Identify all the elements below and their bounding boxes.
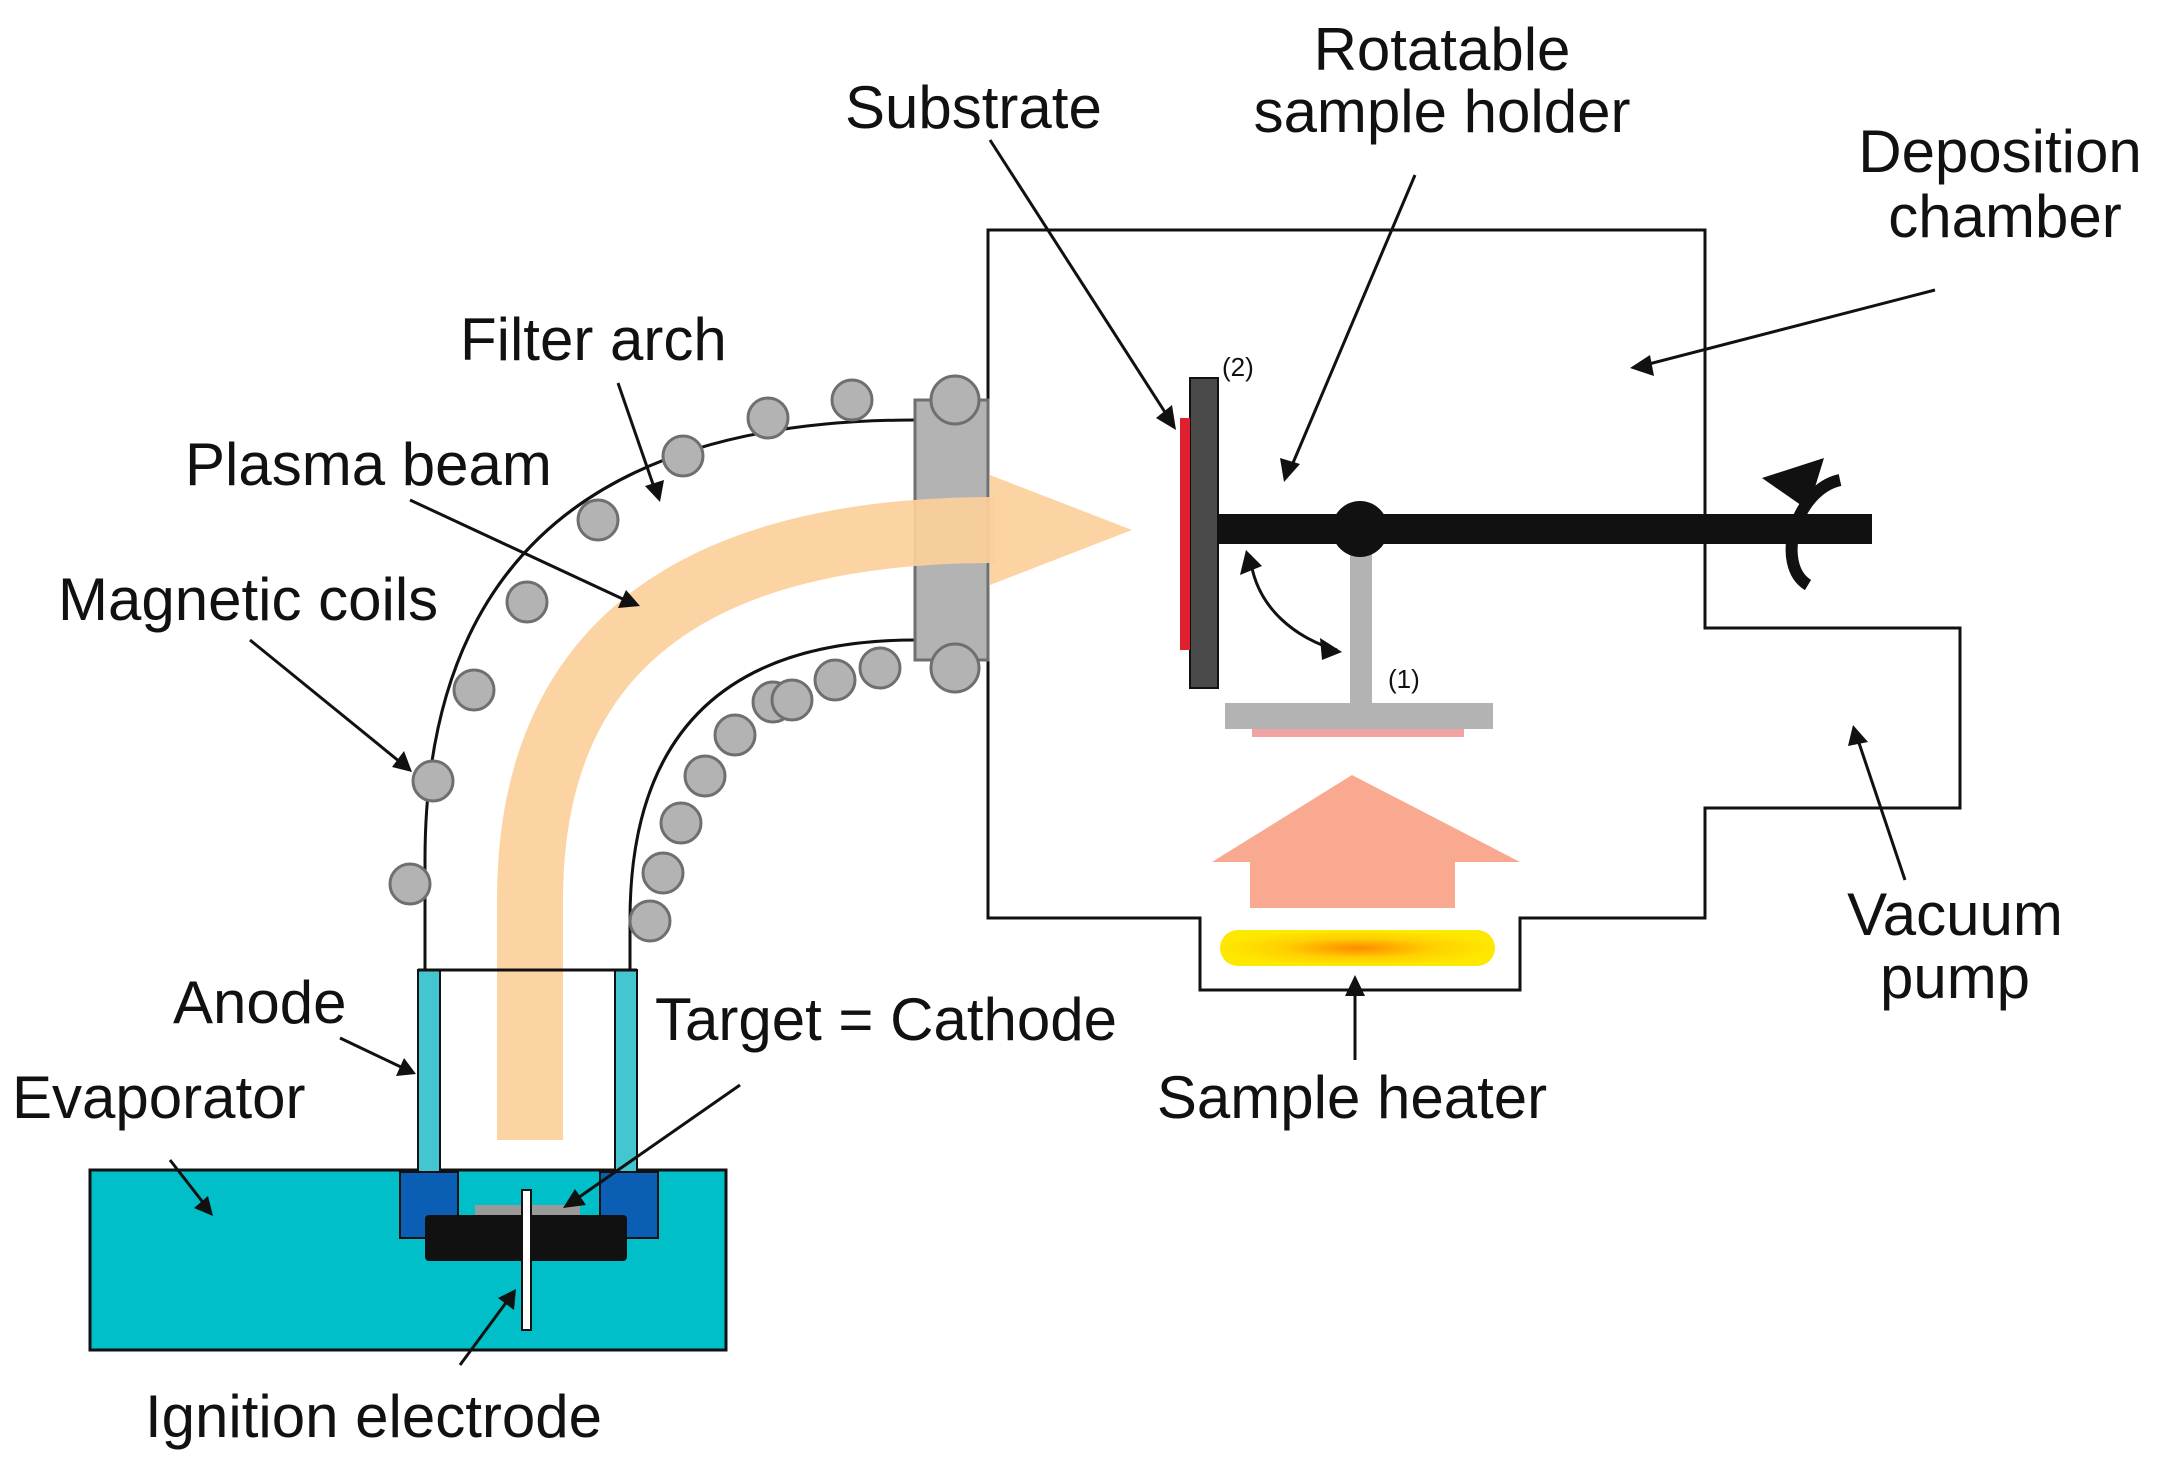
deposition-chamber-pointer bbox=[1644, 288, 1936, 367]
target-cathode-pointer-head bbox=[563, 1189, 586, 1208]
holder-position-1-stem bbox=[1350, 535, 1372, 705]
magnetic-coil bbox=[505, 580, 549, 624]
position-change-arrow-head-top bbox=[1240, 550, 1262, 575]
deposition-chamber-label-line1: Deposition bbox=[1858, 118, 2142, 185]
magnetic-coil bbox=[770, 678, 814, 722]
magnetic-coil bbox=[452, 668, 496, 712]
magnetic-coils-outer bbox=[388, 378, 874, 906]
rotation-arrow bbox=[1785, 474, 1842, 591]
target-cathode-label: Target = Cathode bbox=[655, 986, 1117, 1053]
heat-arrow bbox=[1212, 775, 1520, 908]
filter-arch-pointer bbox=[616, 382, 657, 491]
vacuum-pump-label-line2: pump bbox=[1880, 944, 2030, 1011]
magnetic-coil bbox=[683, 754, 727, 798]
substrate-pointer-head bbox=[1156, 405, 1176, 430]
magnetic-coil bbox=[388, 862, 432, 906]
magnetic-coil bbox=[576, 498, 620, 542]
magnetic-coil bbox=[813, 658, 857, 702]
vacuum-pump-pointer bbox=[1856, 739, 1907, 881]
substrate-label: Substrate bbox=[845, 74, 1102, 141]
magnetic-coils-pointer bbox=[249, 638, 401, 764]
substrate-pointer bbox=[988, 139, 1172, 421]
deposition-chamber-outline bbox=[986, 228, 1962, 992]
sample-heater bbox=[1220, 930, 1495, 966]
magnetic-coil bbox=[830, 378, 874, 422]
pointer-lines bbox=[168, 139, 1936, 1366]
evaporator-pointer bbox=[168, 1159, 207, 1206]
anode-pointer bbox=[339, 1036, 404, 1070]
rotatable-holder-pointer-head bbox=[1280, 458, 1300, 482]
magnetic-coils-pointer-head bbox=[392, 751, 412, 772]
magnetic-coil bbox=[641, 851, 685, 895]
evaporator-pointer-head bbox=[194, 1196, 213, 1216]
target-cathode-pointer bbox=[574, 1083, 741, 1202]
magnetic-coil bbox=[659, 801, 703, 845]
position-1-label: (1) bbox=[1388, 664, 1420, 694]
rotatable-holder-pointer bbox=[1288, 174, 1417, 471]
deposition-chamber-label-line2: chamber bbox=[1888, 183, 2121, 250]
rotatable-holder-shaft bbox=[1212, 514, 1872, 544]
magnetic-coil bbox=[713, 713, 757, 757]
magnetic-coils-inner bbox=[628, 646, 902, 943]
deposition-chamber-pointer-head bbox=[1630, 355, 1654, 376]
anode-pointer-head bbox=[396, 1058, 416, 1076]
position-2-label: (2) bbox=[1222, 352, 1254, 382]
rotatable-holder-label-line2: sample holder bbox=[1254, 78, 1631, 145]
plasma-beam-arrowhead bbox=[990, 475, 1132, 585]
plasma-beam-label: Plasma beam bbox=[185, 431, 552, 498]
flange-coil-bottom bbox=[929, 642, 981, 694]
ignition-electrode-label: Ignition electrode bbox=[145, 1383, 602, 1450]
filter-arch-pointer-head bbox=[645, 480, 664, 502]
filter-arch-label: Filter arch bbox=[460, 306, 727, 373]
sample-heater-label: Sample heater bbox=[1157, 1064, 1547, 1131]
filter-arch-inner-wall bbox=[628, 638, 916, 970]
substrate-backing-plate bbox=[1189, 377, 1219, 689]
ignition-electrode-pointer-head bbox=[498, 1289, 516, 1310]
magnetic-coil bbox=[858, 646, 902, 690]
position-change-arrow bbox=[1248, 554, 1338, 652]
vacuum-pump-pointer-head bbox=[1848, 725, 1868, 746]
position-change-arrow-head-bottom bbox=[1320, 638, 1342, 660]
rotatable-holder-label-line1: Rotatable bbox=[1314, 16, 1571, 83]
plasma-beam-pointer bbox=[409, 498, 626, 602]
magnetic-coils-label: Magnetic coils bbox=[58, 566, 438, 633]
anode-left-wall bbox=[417, 969, 441, 1181]
magnetic-coil bbox=[628, 899, 672, 943]
substrate bbox=[1180, 418, 1190, 650]
anode-label: Anode bbox=[173, 969, 347, 1036]
evaporator-label: Evaporator bbox=[12, 1064, 306, 1131]
sample-heater-pointer-head bbox=[1345, 975, 1365, 996]
holder-position-1-plate bbox=[1225, 703, 1493, 729]
vacuum-pump-label-line1: Vacuum bbox=[1847, 881, 2063, 948]
flange-coil-top bbox=[929, 374, 981, 426]
ignition-electrode bbox=[521, 1189, 532, 1331]
anode-right-wall bbox=[614, 969, 638, 1181]
magnetic-coil bbox=[746, 396, 790, 440]
plasma-beam bbox=[497, 497, 996, 1140]
plasma-beam-pointer-head bbox=[618, 590, 640, 608]
holder-pivot bbox=[1332, 501, 1388, 557]
magnetic-coil bbox=[661, 434, 705, 478]
magnetic-coil bbox=[411, 759, 455, 803]
substrate-position-1 bbox=[1252, 729, 1464, 737]
ignition-electrode-pointer bbox=[458, 1299, 510, 1366]
rotation-arrow-head bbox=[1762, 458, 1824, 510]
